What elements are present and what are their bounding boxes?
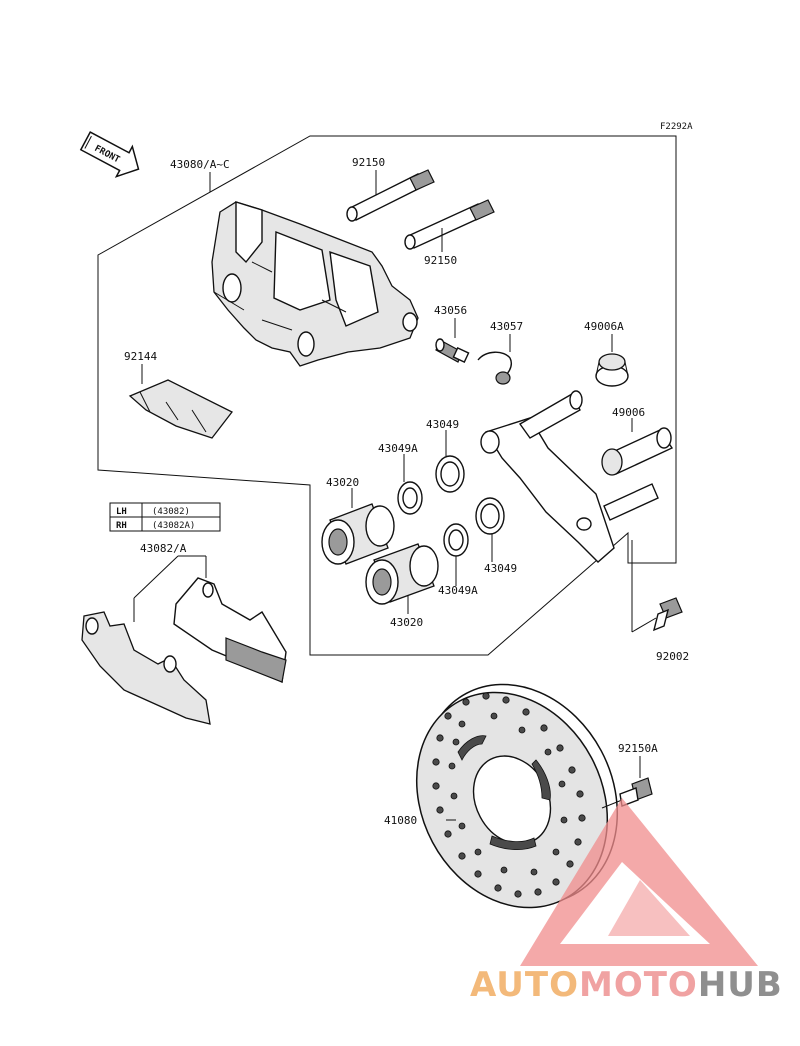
label-caliper-assy: 43080/A~C bbox=[170, 158, 230, 171]
label-piston-lower: 43020 bbox=[390, 616, 423, 629]
disc-bolt bbox=[619, 777, 653, 807]
front-arrow-icon bbox=[79, 131, 140, 178]
label-disc-bolt: 92150A bbox=[618, 742, 658, 755]
assembly-outline bbox=[97, 135, 677, 656]
bracket-bolt bbox=[652, 597, 683, 632]
slide-pin-upper bbox=[346, 169, 435, 222]
caliper-body bbox=[211, 201, 419, 367]
brake-pads bbox=[81, 577, 287, 725]
label-bleeder: 43056 bbox=[434, 304, 467, 317]
watermark: AUTOMOTOHUB bbox=[470, 798, 783, 1005]
diagram-code: F2292A bbox=[660, 122, 693, 132]
side-rh-part: (43082A) bbox=[152, 521, 195, 531]
label-seal-lower: 43049 bbox=[484, 562, 517, 575]
label-bolt: 92002 bbox=[656, 650, 689, 663]
label-seal-a-lower: 43049A bbox=[438, 584, 478, 597]
label-pads: 43082/A bbox=[140, 542, 187, 555]
side-rh: RH bbox=[116, 521, 127, 531]
label-pin-upper: 92150 bbox=[352, 156, 385, 169]
label-disc: 41080 bbox=[384, 814, 417, 827]
label-piston-upper: 43020 bbox=[326, 476, 359, 489]
label-pin-lower: 92150 bbox=[424, 254, 457, 267]
piston-upper bbox=[321, 503, 395, 565]
boot-a bbox=[595, 353, 629, 387]
label-boot-a: 49006A bbox=[584, 320, 624, 333]
disc-holes bbox=[432, 692, 586, 898]
label-cap: 43057 bbox=[490, 320, 523, 333]
bleeder-cap bbox=[477, 351, 512, 385]
label-seal-upper: 43049 bbox=[426, 418, 459, 431]
svg-text:AUTOMOTOHUB: AUTOMOTOHUB bbox=[470, 965, 783, 1005]
watermark-moto: MOTO bbox=[579, 965, 698, 1005]
slide-pin-lower bbox=[404, 199, 495, 250]
brake-disc bbox=[415, 683, 619, 909]
boot-49006 bbox=[601, 427, 674, 476]
watermark-triangle-icon bbox=[520, 798, 758, 966]
piston-lower bbox=[365, 543, 439, 605]
label-spring: 92144 bbox=[124, 350, 157, 363]
watermark-hub: HUB bbox=[698, 965, 783, 1005]
caliper-bracket bbox=[480, 390, 659, 563]
side-lh-part: (43082) bbox=[152, 507, 190, 517]
label-seal-a-upper: 43049A bbox=[378, 442, 418, 455]
side-lh: LH bbox=[116, 507, 127, 517]
watermark-auto: AUTO bbox=[470, 965, 579, 1005]
side-table: LH (43082) RH (43082A) bbox=[109, 502, 221, 532]
bleeder-valve bbox=[435, 338, 470, 363]
label-boot: 49006 bbox=[612, 406, 645, 419]
pad-spring bbox=[128, 379, 233, 439]
